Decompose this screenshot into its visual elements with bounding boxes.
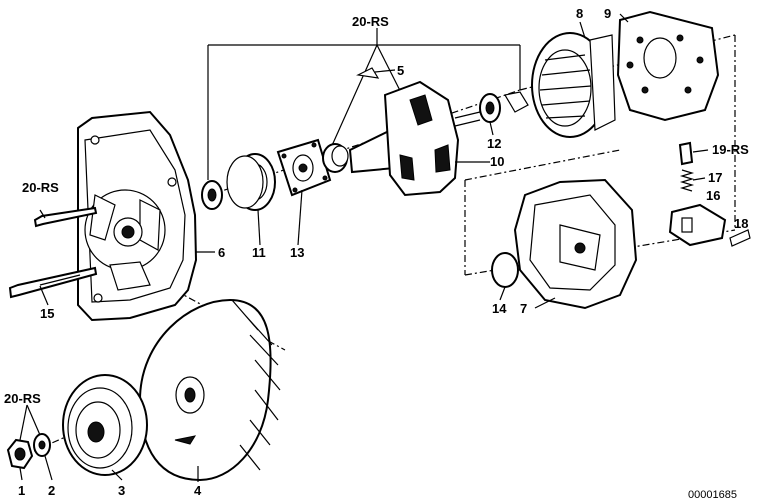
label-6: 6 bbox=[218, 245, 225, 260]
spacer-ring bbox=[201, 180, 223, 210]
label-5: 5 bbox=[397, 63, 404, 78]
label-11: 11 bbox=[252, 245, 266, 260]
label-7: 7 bbox=[520, 301, 527, 316]
label-20-rs-left: 20-RS bbox=[22, 180, 59, 195]
label-10: 10 bbox=[490, 154, 504, 169]
rectifier-plate bbox=[616, 10, 720, 122]
stator bbox=[531, 32, 616, 138]
pulley-nut bbox=[6, 438, 34, 470]
slip-ring-bearing bbox=[479, 91, 529, 123]
label-13: 13 bbox=[290, 245, 304, 260]
label-4: 4 bbox=[194, 483, 202, 498]
label-19-rs: 19-RS bbox=[712, 142, 749, 157]
label-15: 15 bbox=[40, 306, 54, 321]
lock-washer bbox=[33, 433, 51, 457]
label-1: 1 bbox=[18, 483, 25, 498]
label-8: 8 bbox=[576, 6, 583, 21]
short-screw bbox=[33, 206, 98, 228]
ball-bearing bbox=[226, 153, 276, 211]
label-16: 16 bbox=[706, 188, 720, 203]
cooling-fan bbox=[138, 298, 281, 482]
label-12: 12 bbox=[487, 136, 501, 151]
label-3: 3 bbox=[118, 483, 125, 498]
label-20-rs-bottom: 20-RS bbox=[4, 391, 41, 406]
drive-end-housing bbox=[77, 110, 198, 322]
rotor bbox=[348, 67, 481, 197]
slip-ring-end-housing bbox=[513, 178, 638, 310]
label-14: 14 bbox=[492, 301, 507, 316]
label-9: 9 bbox=[604, 6, 611, 21]
label-18: 18 bbox=[734, 216, 748, 231]
o-ring bbox=[491, 252, 519, 288]
long-through-bolt bbox=[8, 266, 98, 299]
bearing-cover-plate bbox=[276, 138, 332, 197]
label-2: 2 bbox=[48, 483, 55, 498]
drive-pulley bbox=[62, 374, 148, 476]
rotor-collar bbox=[322, 143, 349, 173]
brush-holder-assembly bbox=[668, 141, 751, 247]
leader-lines bbox=[19, 13, 709, 482]
label-17: 17 bbox=[708, 170, 722, 185]
label-20-rs-top: 20-RS bbox=[352, 14, 389, 29]
diagram-reference-number: 00001685 bbox=[688, 489, 737, 501]
